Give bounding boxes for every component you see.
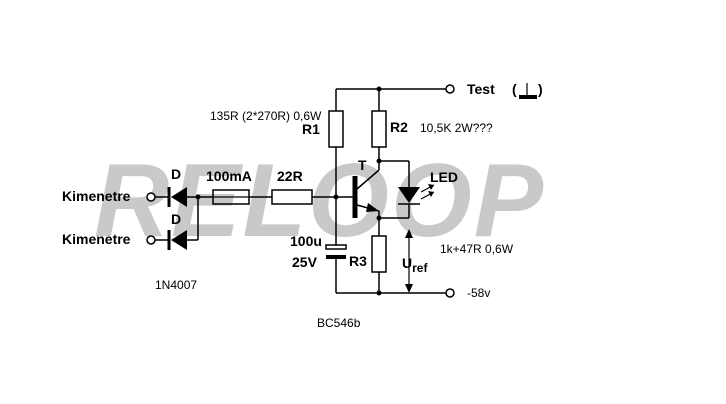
neg-supply-label: -58v (467, 286, 490, 300)
capacitor-symbol (325, 244, 347, 259)
cap-voltage: 25V (292, 254, 318, 270)
d-bottom-label: D (171, 211, 181, 227)
transistor-label: T (358, 157, 367, 173)
uref-arrow (405, 229, 413, 293)
input-terminal-bottom (146, 235, 156, 245)
d-top-label: D (171, 166, 181, 182)
diode-top (167, 187, 187, 207)
cap-value: 100u (290, 233, 322, 249)
resistor-r1 (328, 110, 344, 148)
input-bottom-label: Kimenetre (62, 231, 131, 247)
r2-label: R2 (390, 119, 408, 135)
junction-emitter (376, 215, 382, 221)
r-base-label: 22R (277, 168, 303, 184)
input-top-label: Kimenetre (62, 188, 131, 204)
r1-note: 135R (2*270R) 0,6W (210, 109, 322, 123)
neg-supply-terminal (445, 288, 455, 298)
svg-text:): ) (538, 81, 543, 97)
junction-bottom (376, 290, 382, 296)
r3-note: 1k+47R 0,6W (440, 242, 514, 256)
input-terminal-top (146, 192, 156, 202)
led-label: LED (430, 169, 458, 185)
r1-label: R1 (302, 121, 320, 137)
diode-type: 1N4007 (155, 278, 197, 292)
diode-bottom (167, 230, 187, 250)
resistor-r2 (371, 110, 387, 148)
uref-label: Uref (402, 255, 428, 275)
r3-label: R3 (349, 253, 367, 269)
test-label: Test (467, 81, 495, 97)
test-terminal (445, 84, 455, 94)
ground-icon: ( ) (512, 81, 543, 99)
transistor-type: BC546b (317, 316, 361, 330)
r2-note: 10,5K 2W??? (420, 121, 493, 135)
fuse-label: 100mA (206, 168, 252, 184)
svg-text:(: ( (512, 81, 517, 97)
